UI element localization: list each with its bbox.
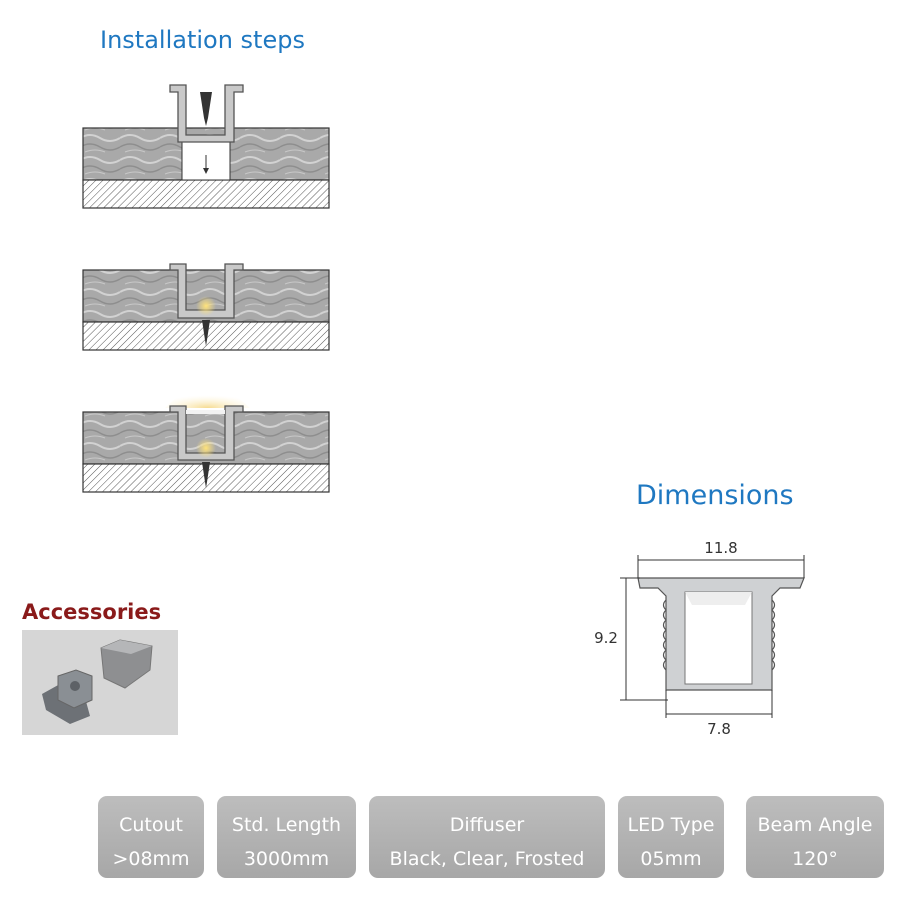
- spec-cutout-value: >08mm: [112, 848, 190, 870]
- accessories-title: Accessories: [22, 600, 162, 624]
- spec-beam-angle-value: 120°: [792, 848, 838, 870]
- screw-icon: [202, 462, 210, 488]
- step-2-diagram: [82, 263, 330, 351]
- step-3-diagram: [82, 386, 330, 493]
- spec-led-type: LED Type 05mm: [618, 796, 724, 878]
- top-width-label: 11.8: [704, 539, 737, 557]
- spec-std-length-value: 3000mm: [243, 848, 330, 870]
- height-label: 9.2: [594, 629, 618, 647]
- spec-led-type-value: 05mm: [640, 848, 702, 870]
- spec-diffuser-value: Black, Clear, Frosted: [389, 848, 585, 870]
- installation-steps-title: Installation steps: [100, 26, 305, 54]
- screw-icon: [200, 92, 212, 126]
- spec-cutout-label: Cutout: [119, 814, 183, 836]
- spec-beam-angle: Beam Angle 120°: [746, 796, 884, 878]
- spec-led-type-label: LED Type: [627, 814, 715, 836]
- screw-icon: [202, 320, 210, 346]
- spec-cutout: Cutout >08mm: [98, 796, 204, 878]
- accessories-photo: [22, 630, 178, 735]
- spec-std-length: Std. Length 3000mm: [217, 796, 356, 878]
- spec-diffuser: Diffuser Black, Clear, Frosted: [369, 796, 605, 878]
- dimensions-title: Dimensions: [636, 480, 794, 511]
- spec-diffuser-label: Diffuser: [449, 814, 525, 836]
- step-1-diagram: [82, 84, 330, 209]
- bottom-width-label: 7.8: [707, 720, 731, 738]
- spec-std-length-label: Std. Length: [231, 814, 342, 836]
- spec-beam-angle-label: Beam Angle: [757, 814, 873, 836]
